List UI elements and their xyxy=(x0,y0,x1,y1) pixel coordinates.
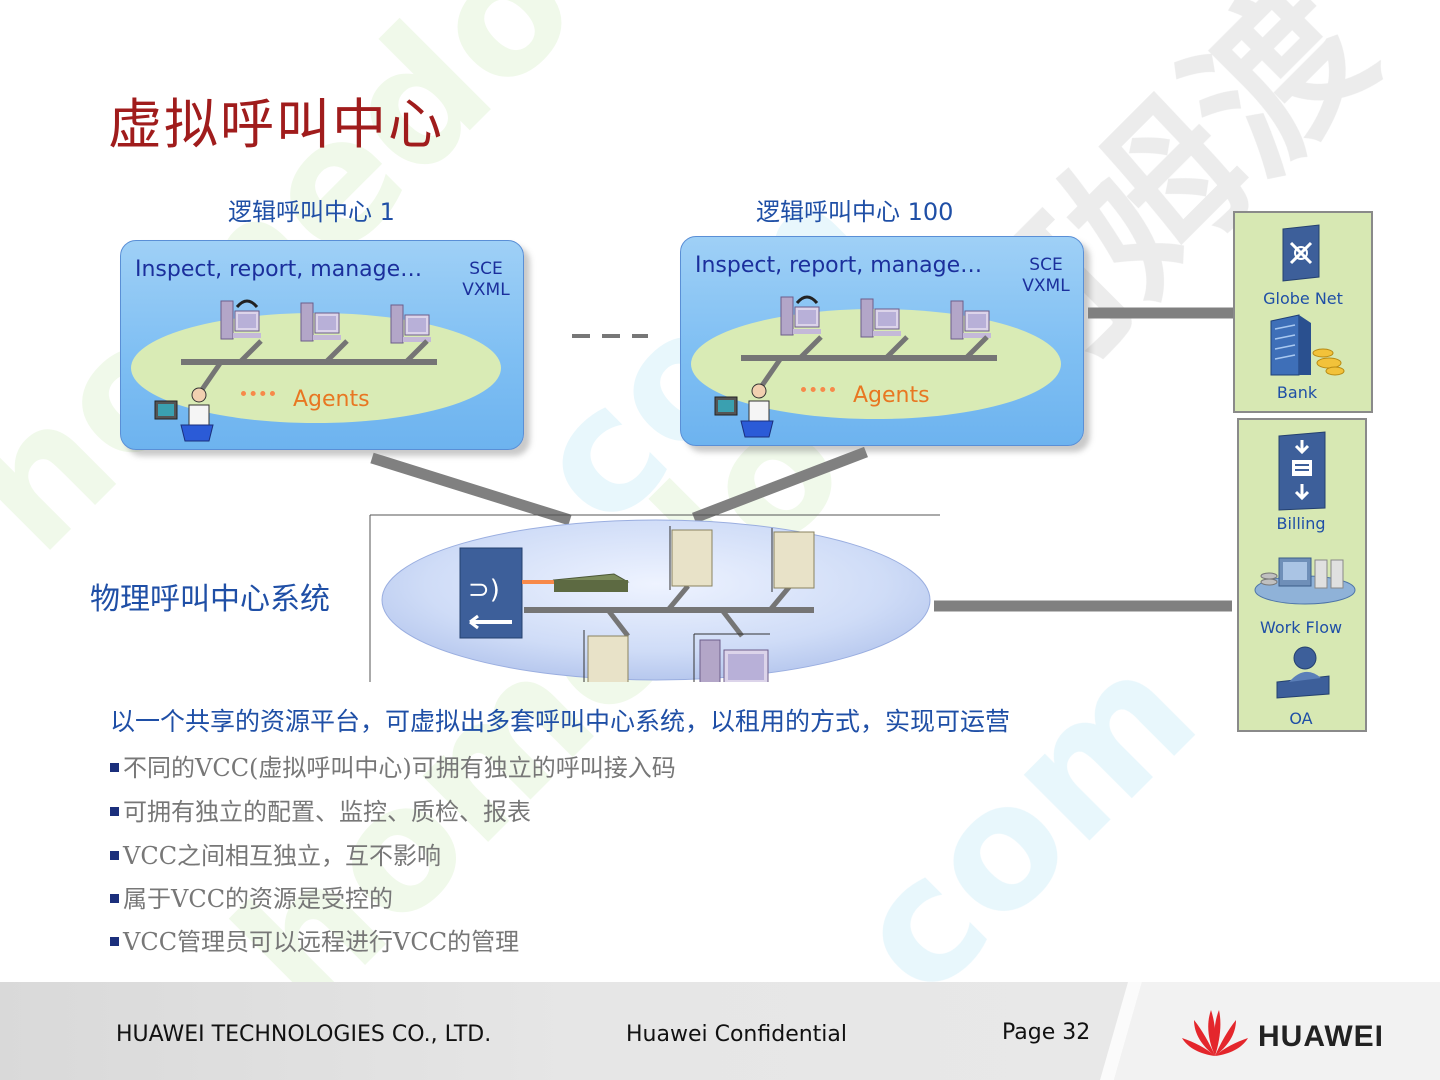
agent-person-icon xyxy=(154,387,214,442)
bank-building-icon xyxy=(1270,314,1345,376)
network-links xyxy=(758,335,989,389)
bullet-item: 属于VCC的资源是受控的 xyxy=(110,879,393,914)
bullet-item: VCC管理员可以远程进行VCC的管理 xyxy=(110,922,519,957)
intro-text: 以一个共享的资源平台，可虚拟出多套呼叫中心系统，以租用的方式，实现可运营 xyxy=(110,707,1011,736)
agent-person-icon xyxy=(714,383,774,438)
server-pc-icon xyxy=(950,300,991,340)
footer-decoration xyxy=(1100,982,1440,1080)
external-systems-panel-bottom: Billing Work Flow OA xyxy=(1237,418,1367,732)
network-links xyxy=(198,339,429,393)
footer-company: HUAWEI TECHNOLOGIES CO., LTD. xyxy=(116,1022,492,1047)
bullet-item: 可拥有独立的配置、监控、质检、报表 xyxy=(110,792,531,827)
work-flow-label: Work Flow xyxy=(1259,618,1343,637)
network-bus xyxy=(741,355,997,361)
more-centers-dashes xyxy=(572,334,648,338)
inspect-label: Inspect, report, manage… xyxy=(135,257,423,282)
footer-page-number: Page 32 xyxy=(1002,1020,1091,1045)
external-systems-panel-top: Globe Net Bank xyxy=(1233,211,1373,413)
agents-label: Agents xyxy=(853,383,930,408)
billing-label: Billing xyxy=(1276,514,1326,533)
bullet-item: 不同的VCC(虚拟呼叫中心)可拥有独立的呼叫接入码 xyxy=(110,748,676,783)
server-pc-icon xyxy=(390,304,431,344)
logical-center-1-title: 逻辑呼叫中心 1 xyxy=(228,198,395,226)
agents-dots xyxy=(801,387,835,392)
agents-label: Agents xyxy=(293,387,370,412)
globe-net-icon xyxy=(1282,224,1320,282)
server-pc-icon xyxy=(860,298,901,338)
logical-center-100-title: 逻辑呼叫中心 100 xyxy=(756,198,954,226)
oa-user-icon xyxy=(1276,646,1330,699)
footer: HUAWEI TECHNOLOGIES CO., LTD. Huawei Con… xyxy=(0,982,1440,1080)
operator-pc-icon xyxy=(780,295,821,336)
bullet-item: VCC之间相互独立，互不影响 xyxy=(110,836,441,871)
operator-pc-icon xyxy=(220,299,261,340)
oa-label: OA xyxy=(1289,709,1313,728)
footer-confidential: Huawei Confidential xyxy=(626,1022,847,1047)
billing-icon xyxy=(1278,431,1326,511)
inspect-label: Inspect, report, manage… xyxy=(695,253,983,278)
huawei-logo-icon xyxy=(1182,1010,1248,1056)
globe-net-label: Globe Net xyxy=(1263,289,1343,308)
physical-center-diagram: ⊃) xyxy=(381,519,931,682)
agents-dots xyxy=(241,391,275,396)
huawei-logo-text: HUAWEI xyxy=(1258,1020,1384,1053)
network-bus xyxy=(181,359,437,365)
svg-text:⊃): ⊃) xyxy=(468,575,500,605)
page-title: 虚拟呼叫中心 xyxy=(108,93,444,156)
server-pc-icon xyxy=(300,302,341,342)
bank-label: Bank xyxy=(1276,383,1318,402)
work-flow-icon xyxy=(1254,557,1356,605)
physical-center-label: 物理呼叫中心系统 xyxy=(90,582,330,617)
